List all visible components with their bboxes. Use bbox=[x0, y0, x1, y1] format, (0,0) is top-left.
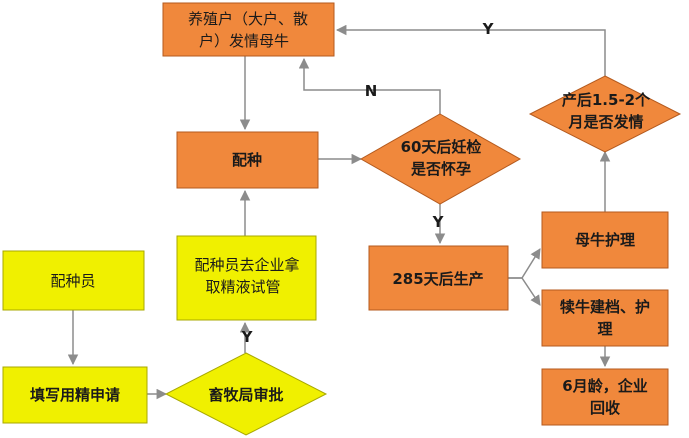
node-application: 填写用精申请 bbox=[2, 366, 148, 424]
node-breeding-label: 配种 bbox=[232, 151, 262, 169]
edge-check-no-to-farmer bbox=[298, 57, 441, 114]
node-farmer-line1: 养殖户（大户、散 bbox=[188, 10, 308, 28]
node-cow-care-label: 母牛护理 bbox=[575, 231, 635, 249]
node-breeding: 配种 bbox=[176, 131, 319, 189]
node-pregnancy-check: 60天后妊检 是否怀孕 bbox=[359, 113, 522, 205]
connectors bbox=[67, 24, 611, 400]
edge-label-estrus-yes: Y bbox=[482, 20, 495, 38]
node-pregnancy-check-line1: 60天后妊检 bbox=[401, 138, 482, 156]
node-recall-line1: 6月龄，企业 bbox=[562, 377, 647, 395]
edge-birth-to-cowcare bbox=[508, 248, 541, 279]
edge-label-approval-yes: Y bbox=[241, 328, 254, 346]
edge-estrus-yes-to-farmer bbox=[335, 24, 606, 76]
node-estrus-check-line2: 月是否发情 bbox=[567, 113, 643, 131]
node-approval-label: 畜牧局审批 bbox=[208, 386, 283, 404]
node-fetch-semen-line1: 配种员去企业拿 bbox=[194, 256, 299, 274]
node-application-label: 填写用精申请 bbox=[30, 386, 120, 404]
node-pregnancy-check-line2: 是否怀孕 bbox=[410, 160, 471, 178]
node-technician-label: 配种员 bbox=[50, 272, 95, 290]
node-farmer: 养殖户（大户、散 户）发情母牛 bbox=[162, 2, 335, 57]
node-approval: 畜牧局审批 bbox=[164, 352, 328, 436]
node-estrus-check-line1: 产后1.5-2个 bbox=[562, 91, 651, 109]
node-calf-care-line1: 犊牛建档、护 bbox=[560, 298, 650, 316]
node-calf-care-line2: 理 bbox=[597, 320, 612, 338]
node-farmer-line2: 户）发情母牛 bbox=[199, 32, 289, 50]
node-recall-line2: 回收 bbox=[590, 399, 620, 417]
edge-label-pregnancy-yes: Y bbox=[432, 213, 445, 231]
node-birth: 285天后生产 bbox=[368, 245, 509, 311]
node-recall: 6月龄，企业 回收 bbox=[541, 368, 669, 426]
edge-label-pregnancy-no: N bbox=[365, 82, 378, 100]
node-technician: 配种员 bbox=[2, 250, 145, 311]
node-fetch-semen-line2: 取精液试管 bbox=[205, 278, 280, 296]
node-fetch-semen: 配种员去企业拿 取精液试管 bbox=[176, 235, 317, 321]
node-cow-care: 母牛护理 bbox=[541, 211, 669, 269]
node-calf-care: 犊牛建档、护 理 bbox=[541, 289, 669, 347]
edge-birth-to-calfcare bbox=[508, 277, 541, 306]
node-estrus-check: 产后1.5-2个 月是否发情 bbox=[528, 75, 682, 153]
node-birth-label: 285天后生产 bbox=[392, 270, 483, 288]
